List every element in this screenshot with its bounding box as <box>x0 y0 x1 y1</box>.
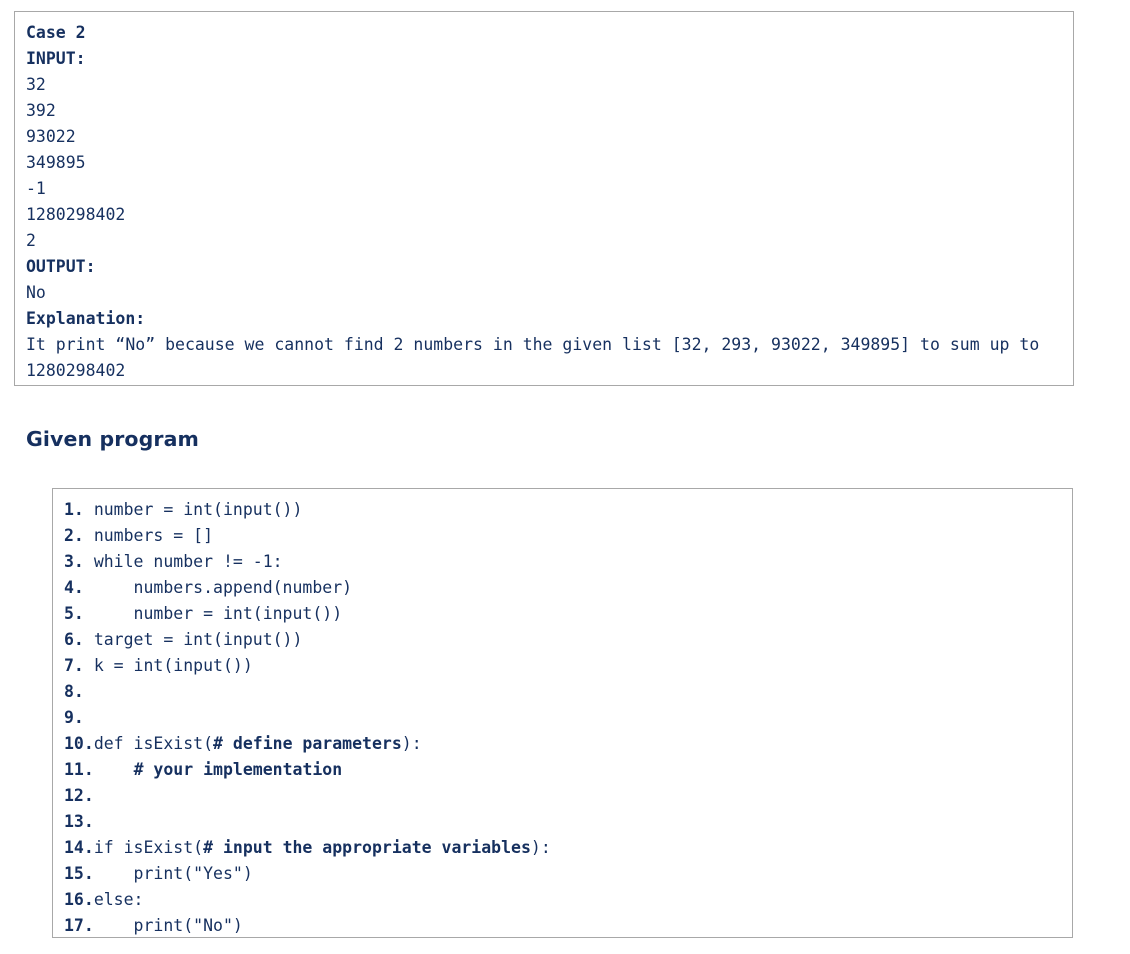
code-line-text: def isExist( <box>93 734 214 753</box>
code-line-number: 7. <box>64 656 94 675</box>
code-line-number: 13. <box>64 812 94 831</box>
code-line-number: 17. <box>64 916 94 935</box>
code-line-number: 5. <box>64 604 94 623</box>
case-example-panel: Case 2 INPUT: 32 392 93022 349895 -1 1280298402… <box>14 11 1074 386</box>
code-line-number: 15. <box>64 864 94 883</box>
code-line-number: 9. <box>64 708 94 727</box>
code-line-placeholder-comment: # input the appropriate variables <box>203 838 531 857</box>
code-line-number: 10. <box>64 734 94 753</box>
code-line-placeholder-comment: # your implementation <box>133 760 343 779</box>
code-line-number: 4. <box>64 578 94 597</box>
code-line: 5. number = int(input()) <box>64 601 1062 627</box>
code-line: 11. # your implementation <box>64 757 1062 783</box>
case-line: Case 2 <box>26 23 86 42</box>
code-line: 13. <box>64 809 1062 835</box>
case-line: OUTPUT: <box>26 257 96 276</box>
code-line: 12. <box>64 783 1062 809</box>
case-line: -1 <box>26 179 46 198</box>
code-line-text: number = int(input()) <box>93 500 303 519</box>
case-line: INPUT: <box>26 49 86 68</box>
case-line: 32 <box>26 75 46 94</box>
case-line: No <box>26 283 46 302</box>
case-line: Explanation: <box>26 309 146 328</box>
code-line: 17. print("No") <box>64 913 1062 939</box>
code-listing: 1. number = int(input())2. numbers = []3… <box>64 497 1062 939</box>
code-line-number: 2. <box>64 526 94 545</box>
code-line: 8. <box>64 679 1062 705</box>
code-line-text: numbers = [] <box>93 526 214 545</box>
case-line: 2 <box>26 231 36 250</box>
case-line: 93022 <box>26 127 76 146</box>
code-line-text: numbers.append(number) <box>93 578 353 597</box>
code-line-number: 12. <box>64 786 94 805</box>
code-line: 2. numbers = [] <box>64 523 1062 549</box>
code-line: 3. while number != -1: <box>64 549 1062 575</box>
code-line-text <box>94 760 134 779</box>
given-program-code-panel: 1. number = int(input())2. numbers = []3… <box>52 488 1073 938</box>
code-line: 10.def isExist(# define parameters): <box>64 731 1062 757</box>
code-line-text: target = int(input()) <box>93 630 303 649</box>
code-line-number: 3. <box>64 552 94 571</box>
code-line-text-tail: ): <box>401 734 422 753</box>
code-line-text: print("Yes") <box>93 864 253 883</box>
case-line: 349895 <box>26 153 86 172</box>
case-line: 1280298402 <box>26 205 126 224</box>
code-line: 4. numbers.append(number) <box>64 575 1062 601</box>
code-line: 6. target = int(input()) <box>64 627 1062 653</box>
code-line-text: else: <box>93 890 144 909</box>
code-line-text: print("No") <box>93 916 243 935</box>
code-line-number: 14. <box>64 838 94 857</box>
code-line-placeholder-comment: # define parameters <box>213 734 402 753</box>
code-line: 1. number = int(input()) <box>64 497 1062 523</box>
code-line-text-tail: ): <box>530 838 551 857</box>
code-line: 16.else: <box>64 887 1062 913</box>
code-line-number: 16. <box>64 890 94 909</box>
code-line-text: if isExist( <box>93 838 204 857</box>
page-section-heading-given-program: Given program <box>26 427 199 451</box>
case-line: 392 <box>26 101 56 120</box>
code-line: 9. <box>64 705 1062 731</box>
code-line: 14.if isExist(# input the appropriate va… <box>64 835 1062 861</box>
case-lines: Case 2 INPUT: 32 392 93022 349895 -1 1280298402… <box>26 20 1063 332</box>
case-explanation-text: It print “No” because we cannot find 2 n… <box>26 335 1040 380</box>
code-line: 7. k = int(input()) <box>64 653 1062 679</box>
code-line-text: while number != -1: <box>93 552 283 571</box>
code-line-number: 11. <box>64 760 94 779</box>
code-line-number: 1. <box>64 500 94 519</box>
code-line-number: 6. <box>64 630 94 649</box>
code-line: 15. print("Yes") <box>64 861 1062 887</box>
code-line-text: number = int(input()) <box>93 604 343 623</box>
code-line-number: 8. <box>64 682 94 701</box>
code-line-text: k = int(input()) <box>93 656 253 675</box>
